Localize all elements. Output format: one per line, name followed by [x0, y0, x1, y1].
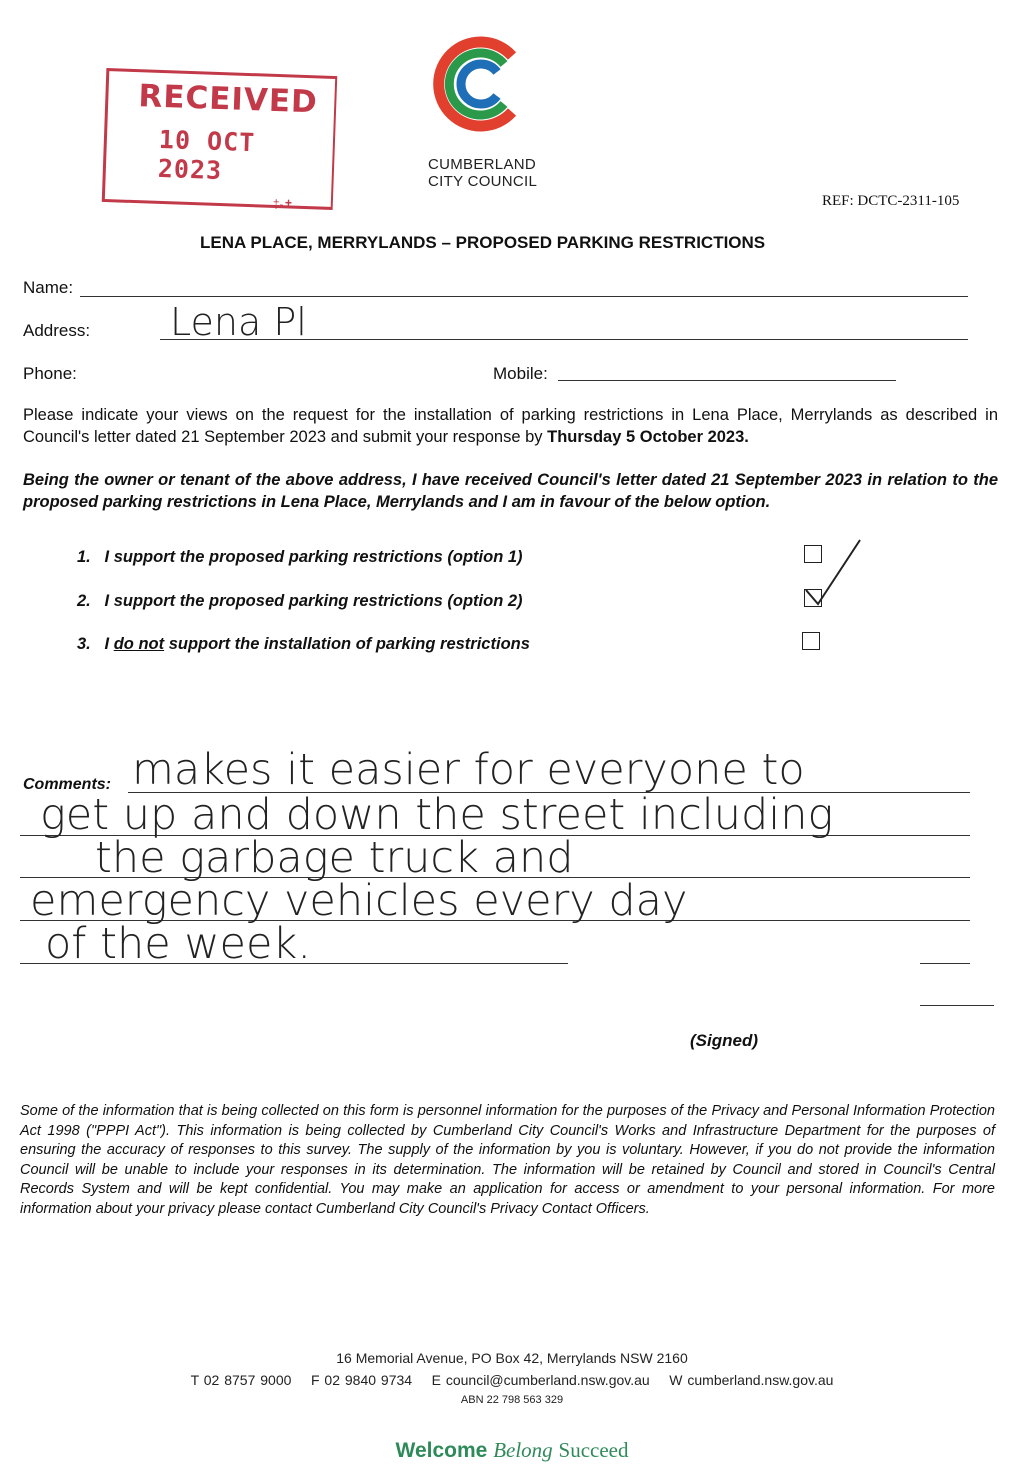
footer-fax: F 02 9840 9734	[310, 1372, 413, 1388]
option-1: 1. I support the proposed parking restri…	[77, 548, 523, 567]
phone-label: Phone:	[23, 364, 77, 383]
footer-abn: ABN 22 798 563 329	[460, 1394, 564, 1406]
option-3: 3. I do not support the installation of …	[77, 635, 530, 654]
footer-phone: T 02 8757 9000	[190, 1372, 292, 1388]
council-name-line1: CUMBERLAND	[428, 156, 537, 173]
comments-line-3[interactable]	[20, 877, 970, 878]
address-field[interactable]	[160, 339, 968, 340]
signed-label: (Signed)	[690, 1031, 758, 1050]
comment-handwriting-1: makes it easier for everyone to	[132, 745, 805, 795]
option-3-checkbox[interactable]	[802, 632, 820, 650]
comment-handwriting-5: of the week.	[45, 919, 311, 969]
mobile-label: Mobile:	[493, 364, 548, 383]
option-3-pre: I	[104, 635, 114, 653]
option-2: 2. I support the proposed parking restri…	[77, 592, 523, 611]
stamp-title: RECEIVED	[137, 78, 319, 121]
signature-line[interactable]	[920, 1005, 994, 1006]
tagline-belong: Belong	[493, 1438, 553, 1462]
footer-address: 16 Memorial Avenue, PO Box 42, Merryland…	[336, 1350, 688, 1366]
comments-line-4[interactable]	[20, 920, 970, 921]
owner-statement: Being the owner or tenant of the above a…	[23, 471, 998, 511]
intro-paragraph: Please indicate your views on the reques…	[23, 404, 998, 448]
mobile-field[interactable]	[558, 380, 896, 381]
option-1-checkbox[interactable]	[804, 545, 822, 563]
option-3-emphasis: do not	[113, 635, 165, 653]
intro-deadline: Thursday 5 October 2023.	[547, 428, 749, 446]
tagline-succeed: Succeed	[558, 1438, 629, 1462]
council-name-line2: CITY COUNCIL	[428, 173, 538, 190]
privacy-notice: Some of the information that is being co…	[20, 1103, 995, 1217]
footer-web[interactable]: W cumberland.nsw.gov.au	[669, 1372, 834, 1388]
tagline-welcome: Welcome	[395, 1439, 488, 1462]
received-stamp: RECEIVED 10 OCT 2023 ‡‑✝︎	[101, 68, 338, 212]
address-label: Address:	[23, 321, 91, 340]
council-name: CUMBERLAND CITY COUNCIL	[428, 156, 537, 190]
reference-number: REF: DCTC-2311-105	[822, 193, 960, 209]
comment-handwriting-2: get up and down the street including	[40, 790, 834, 840]
option-1-number: 1.	[77, 548, 91, 566]
council-logo-icon	[433, 36, 517, 132]
name-field[interactable]	[80, 296, 968, 297]
address-value: Lena Pl	[170, 300, 307, 344]
tagline: Welcome Belong Succeed	[0, 1438, 1024, 1463]
option-1-text: I support the proposed parking restricti…	[104, 548, 523, 566]
intro-text: Please indicate your views on the reques…	[23, 406, 998, 446]
stamp-date: 10 OCT 2023	[157, 124, 256, 186]
footer-email[interactable]: E council@cumberland.nsw.gov.au	[431, 1372, 650, 1388]
footer-contacts: T 02 8757 9000 F 02 9840 9734 E council@…	[0, 1372, 1024, 1388]
comment-handwriting-3: the garbage truck and	[95, 833, 574, 883]
checkmark-icon	[805, 539, 861, 606]
name-label: Name:	[23, 278, 74, 297]
comments-label: Comments:	[23, 776, 112, 793]
option-2-text: I support the proposed parking restricti…	[104, 592, 523, 610]
comments-line-2[interactable]	[20, 835, 970, 836]
stamp-mark: ‡‑✝︎	[272, 196, 294, 212]
option-2-number: 2.	[77, 592, 91, 610]
option-3-number: 3.	[77, 635, 91, 653]
comments-line-5[interactable]	[20, 963, 568, 964]
option-3-post: support the installation of parking rest…	[164, 635, 530, 653]
form-heading: LENA PLACE, MERRYLANDS – PROPOSED PARKIN…	[200, 233, 766, 252]
comment-handwriting-4: emergency vehicles every day	[30, 876, 688, 926]
comments-line-5b	[920, 963, 970, 964]
comments-line-1[interactable]	[128, 792, 970, 793]
